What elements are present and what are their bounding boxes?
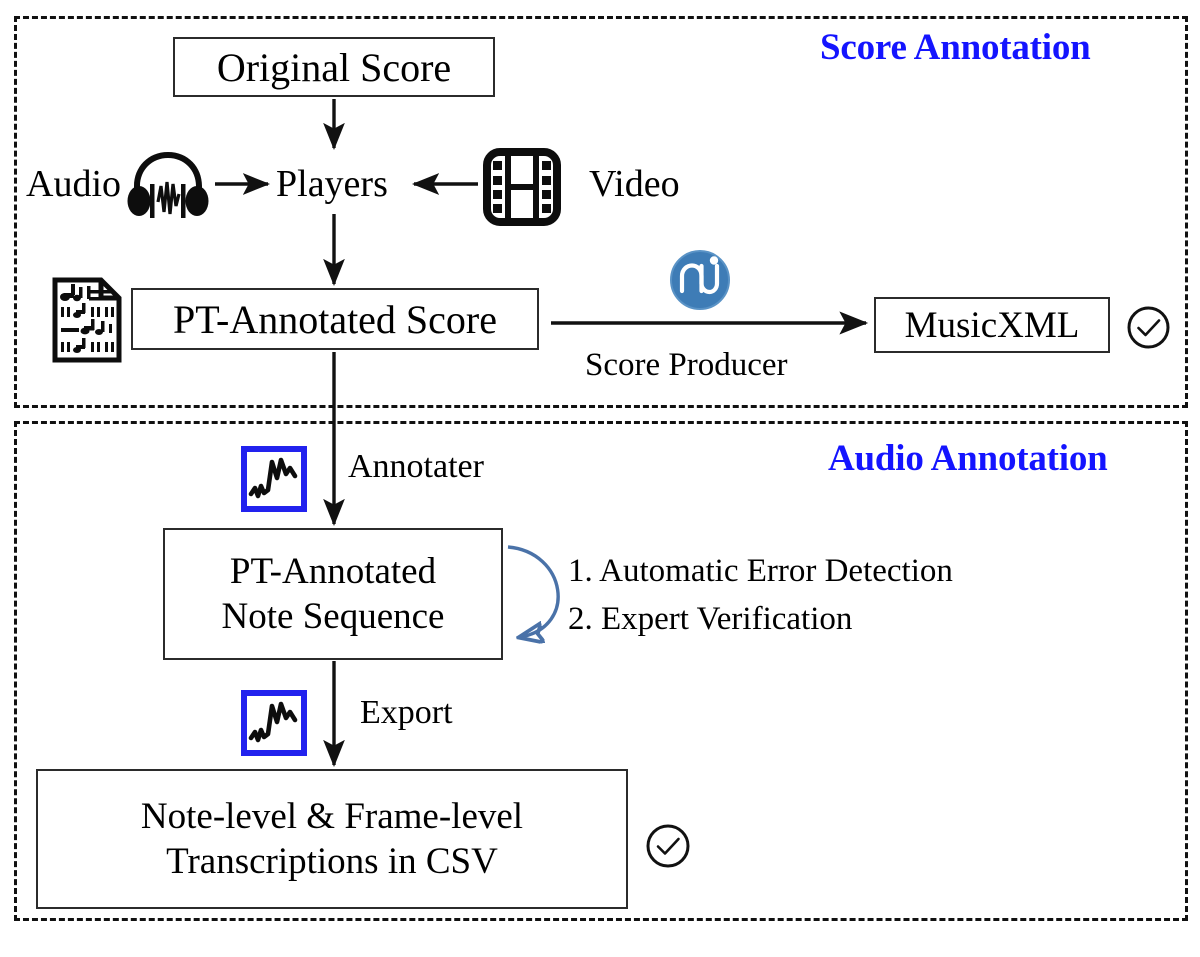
panel-title-audio-annotation: Audio Annotation <box>828 438 1108 479</box>
film-strip-icon <box>483 148 561 226</box>
label-annotater: Annotater <box>348 448 484 485</box>
panel-audio-annotation <box>14 421 1188 921</box>
panel-title-score-annotation: Score Annotation <box>820 27 1091 68</box>
note-sequence-line-2: Note Sequence <box>221 596 445 637</box>
headphones-waveform-icon <box>127 152 209 218</box>
check-circle-icon <box>1127 306 1170 349</box>
check-circle-icon <box>646 824 690 868</box>
waveform-icon <box>241 690 307 756</box>
label-video: Video <box>589 163 680 205</box>
csv-line-1: Note-level & Frame-level <box>140 795 524 837</box>
box-pt-annotated-score: PT-Annotated Score <box>131 288 539 350</box>
label-export: Export <box>360 694 453 731</box>
label-players: Players <box>276 163 388 205</box>
verification-steps-list: 1. Automatic Error Detection 2. Expert V… <box>568 548 953 644</box>
label-score-producer: Score Producer <box>585 347 788 383</box>
box-musicxml: MusicXML <box>874 297 1110 353</box>
panel-score-annotation <box>14 16 1188 408</box>
csv-line-2: Transcriptions in CSV <box>166 841 498 882</box>
waveform-icon <box>241 446 307 512</box>
musescore-logo-icon <box>670 250 730 310</box>
label-audio: Audio <box>26 163 121 205</box>
note-sequence-line-1: PT-Annotated <box>229 550 437 592</box>
sheet-music-document-icon <box>52 277 122 363</box>
box-csv-transcriptions: Note-level & Frame-level Transcriptions … <box>36 769 628 909</box>
box-pt-annotated-note-sequence: PT-Annotated Note Sequence <box>163 528 503 660</box>
verification-step-1: 1. Automatic Error Detection <box>568 553 953 589</box>
verification-step-2: 2. Expert Verification <box>568 600 853 637</box>
box-original-score: Original Score <box>173 37 495 97</box>
